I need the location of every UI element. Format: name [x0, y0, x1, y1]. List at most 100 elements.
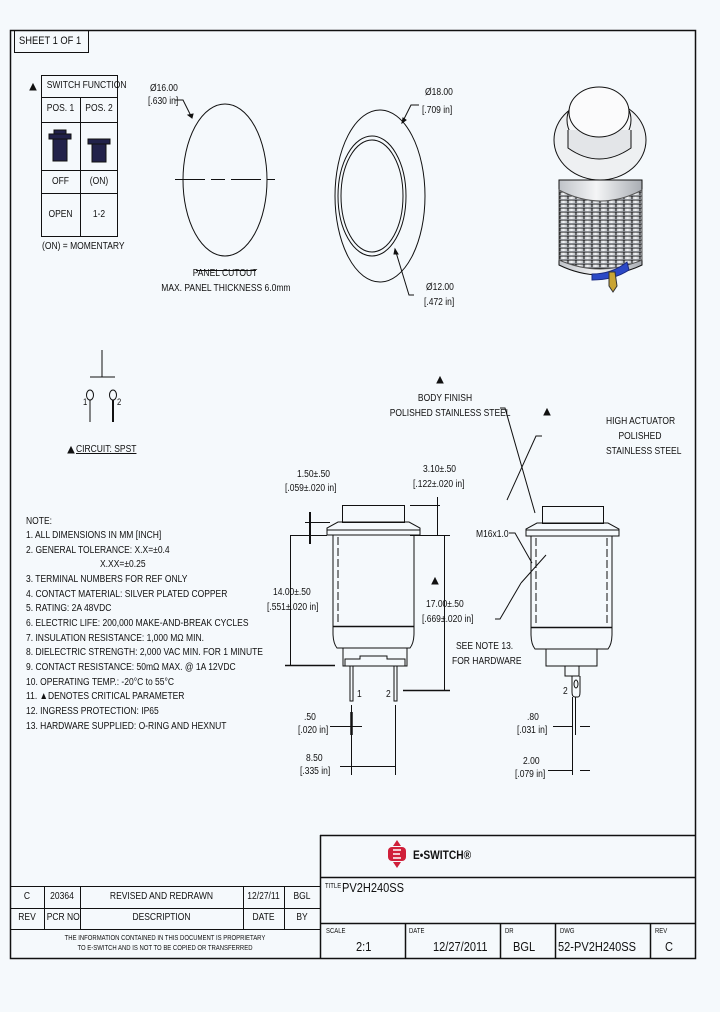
circuit-terminal-2: 2 — [117, 397, 122, 407]
description-header: DESCRIPTION — [132, 912, 191, 923]
sheet-border — [9, 29, 697, 960]
actuator-pos2-icon — [87, 138, 111, 163]
critical-triangle-icon — [29, 82, 37, 91]
description-cell: REVISED AND REDRAWN — [109, 891, 214, 902]
ring-inner-mm: Ø12.00 — [426, 282, 454, 293]
proprietary-notice-2: TO E-SWITCH AND IS NOT TO BE COPIED OR T… — [77, 945, 253, 952]
pcr-cell: 20364 — [50, 891, 74, 902]
drawing-title: PV2H240SS — [342, 880, 405, 895]
cutout-dia-mm: Ø16.00 — [150, 83, 178, 94]
dwg-label: DWG — [560, 928, 575, 935]
side-pin-label: 2 — [563, 686, 568, 697]
flange-dim-mm: 1.50±.50 — [297, 469, 331, 480]
note-item: 8. DIELECTRIC STRENGTH: 2,000 VAC MIN. F… — [26, 647, 263, 658]
side-view-drawing — [431, 375, 620, 775]
date-header: DATE — [252, 912, 275, 923]
proprietary-notice-1: THE INFORMATION CONTAINED IN THIS DOCUME… — [64, 935, 266, 942]
date-label: DATE — [409, 928, 425, 935]
switch-function-title: SWITCH FUNCTION — [46, 80, 127, 91]
note-item: 13. HARDWARE SUPPLIED: O-RING AND HEXNUT — [26, 721, 227, 732]
note-item: 1. ALL DIMENSIONS IN MM [INCH] — [26, 530, 162, 541]
panel-cutout-drawing — [175, 99, 275, 271]
drawn-by-value: BGL — [513, 939, 536, 954]
notes-heading: NOTE: — [26, 516, 52, 527]
pos2-header: POS. 2 — [85, 103, 113, 114]
pin-pitch-in: [.335 in] — [300, 766, 331, 777]
scale-label: SCALE — [326, 928, 346, 935]
actuator-label-2: POLISHED — [618, 431, 662, 442]
pin-thickness-mm: .80 — [527, 712, 539, 723]
body-dim-mm: 14.00±.50 — [273, 587, 311, 598]
ring-outer-in: [.709 in] — [422, 105, 453, 116]
see-note-label: SEE NOTE 13. — [456, 641, 514, 652]
note-item: 9. CONTACT RESISTANCE: 50mΩ MAX. @ 1A 12… — [26, 662, 236, 673]
pin-thickness-in: [.031 in] — [517, 725, 548, 736]
sheet-box — [14, 30, 89, 53]
date-cell: 12/27/11 — [247, 891, 280, 902]
switch-function-table — [29, 75, 118, 237]
sheet-number: SHEET 1 OF 1 — [19, 35, 82, 47]
cutout-title: PANEL CUTOUT — [192, 268, 258, 279]
circuit-terminal-1: 1 — [83, 397, 88, 407]
pos1-state: OFF — [52, 176, 69, 187]
actuator-label-3: STAINLESS STEEL — [606, 446, 682, 457]
rev-label: REV — [655, 928, 668, 935]
pin-width-mm: .50 — [304, 712, 316, 723]
cutout-dia-in: [.630 in] — [148, 96, 179, 107]
note-item: X.XX=±0.25 — [100, 559, 146, 570]
body-finish-label: BODY FINISH — [417, 393, 473, 404]
actuator-label-1: HIGH ACTUATOR — [606, 416, 676, 427]
thread-label: M16x1.0 — [476, 529, 509, 540]
title-block-lines — [319, 834, 695, 958]
rev-header: REV — [18, 912, 36, 923]
cutout-thickness: MAX. PANEL THICKNESS 6.0mm — [161, 283, 291, 294]
scale-value: 2:1 — [356, 939, 372, 954]
pin-1-label: 1 — [357, 689, 362, 700]
actuator-dim-in: [.122±.020 in] — [413, 479, 465, 490]
momentary-footnote: (ON) = MOMENTARY — [42, 241, 125, 252]
company-logo-text: E•SWITCH® — [413, 848, 472, 862]
actuator-pos1-icon — [48, 129, 72, 162]
pin-2-label: 2 — [386, 689, 391, 700]
note-item: 10. OPERATING TEMP.: -20°C to 55°C — [26, 677, 175, 688]
note-item: 11. ▲DENOTES CRITICAL PARAMETER — [26, 691, 185, 702]
ring-view-drawing — [334, 104, 426, 296]
circuit-symbol — [67, 350, 117, 454]
by-cell: BGL — [293, 891, 311, 902]
pin-tab-width-mm: 2.00 — [523, 756, 540, 767]
note-item: 6. ELECTRIC LIFE: 200,000 MAKE-AND-BREAK… — [26, 618, 249, 629]
hardware-label: FOR HARDWARE — [452, 656, 522, 667]
rev-value: C — [665, 939, 673, 954]
switch-3d-render — [553, 86, 647, 293]
flange-dim-in: [.059±.020 in] — [285, 483, 337, 494]
note-item: 12. INGRESS PROTECTION: IP65 — [26, 706, 159, 717]
pos2-circuit: 1-2 — [92, 209, 106, 220]
note-item: 5. RATING: 2A 48VDC — [26, 603, 112, 614]
pos2-state: (ON) — [89, 176, 109, 187]
total-dim-in: [.669±.020 in] — [422, 614, 474, 625]
date-value: 12/27/2011 — [433, 939, 488, 954]
drawn-by-label: DR — [505, 928, 514, 935]
pin-pitch-mm: 8.50 — [306, 753, 323, 764]
ring-outer-mm: Ø18.00 — [425, 87, 453, 98]
body-material-label: POLISHED STAINLESS STEEL — [389, 408, 511, 419]
front-view-drawing — [285, 497, 450, 775]
dwg-number: 52-PV2H240SS — [558, 939, 637, 954]
pos1-header: POS. 1 — [46, 103, 75, 114]
pos1-circuit: OPEN — [48, 209, 73, 220]
pin-tab-width-in: [.079 in] — [515, 769, 546, 780]
title-label: TITLE — [325, 883, 342, 890]
note-item: 4. CONTACT MATERIAL: SILVER PLATED COPPE… — [26, 589, 228, 600]
actuator-dim-mm: 3.10±.50 — [423, 464, 457, 475]
body-dim-in: [.551±.020 in] — [267, 602, 319, 613]
pcr-header: PCR NO — [46, 912, 80, 923]
e-switch-logo-icon — [388, 840, 406, 868]
pin-width-in: [.020 in] — [298, 725, 329, 736]
note-item: 2. GENERAL TOLERANCE: X.X=±0.4 — [26, 545, 170, 556]
revision-table-lines — [10, 886, 320, 930]
rev-cell: C — [23, 891, 31, 902]
total-dim-mm: 17.00±.50 — [426, 599, 464, 610]
note-item: 7. INSULATION RESISTANCE: 1,000 MΩ MIN. — [26, 633, 204, 644]
ring-inner-in: [.472 in] — [424, 297, 455, 308]
